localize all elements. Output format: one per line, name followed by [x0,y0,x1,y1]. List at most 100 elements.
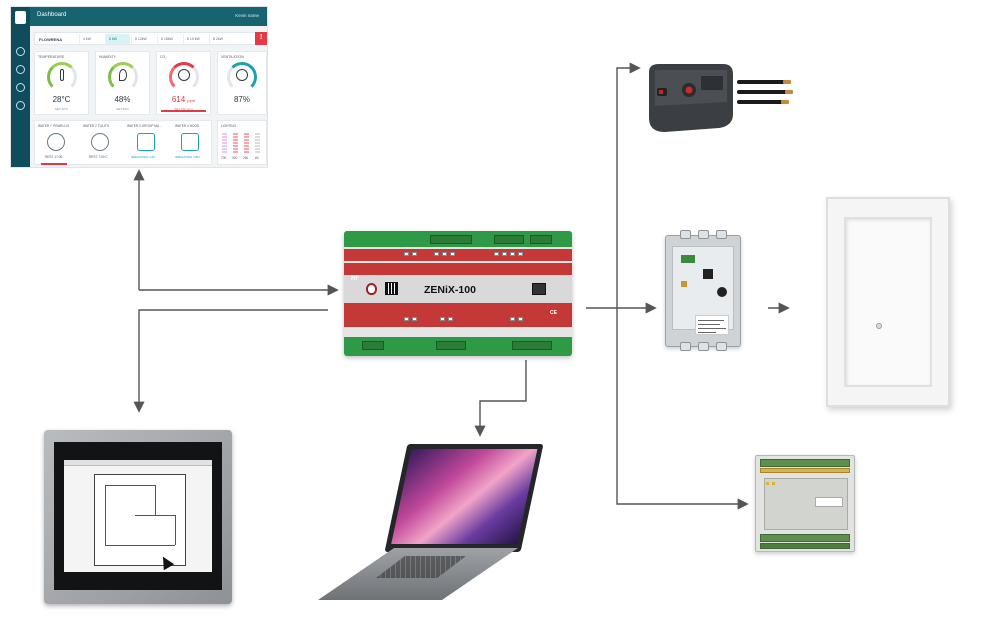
status-led [766,482,769,485]
cable-gland [680,342,691,351]
io-expansion-module [755,455,855,552]
segment-active: 6 kW [105,34,130,44]
alert-line [41,163,67,165]
sprinkler-icon [137,133,155,151]
chip [703,269,713,279]
arrow-to-actuator [616,62,641,308]
laptop-lid [384,444,544,552]
rf-module-enclosure [665,230,741,351]
module-label-area [764,478,848,530]
qr-code-icon [385,282,398,295]
water2-label: WATER 2 TLILITS [83,124,109,128]
terminal-block [681,255,695,263]
status-led [772,482,775,485]
cable-gland [698,230,709,239]
user-name: Kevin name [235,13,259,18]
zone-label: FLOWRENA [39,37,63,42]
arrow-to-touch-panel [133,309,328,413]
arrow-to-laptop [474,360,527,437]
card-title: HUMIDITY [99,55,116,59]
zone-selector: FLOWRENA 4 kW 6 kW 8 12kW 8 18kW 8 10 kW… [34,32,264,45]
arrow-to-io-module [616,308,749,510]
terminal-block [530,235,552,244]
dashboard-header: Dashboard Kevin name [30,7,267,26]
card-sub: SET 700 ppm [174,107,193,111]
dashboard-screenshot: Dashboard Kevin name FLOWRENA 4 kW 6 kW … [10,6,268,168]
ventilation-card: VENTILATION 87% [217,51,267,115]
card-value: 614 ppm [157,95,210,104]
alert-bar [161,110,206,112]
card-title: TEMPERATURE [38,55,65,59]
screen-toolbar [64,460,212,466]
clock1-label: REST 17:00 [45,155,63,159]
humidity-card: HUMIDITY 48% SET 50% [95,51,150,115]
actuator-body [649,64,733,132]
circuit-board [672,246,734,335]
card-title: CO₂ [160,55,167,59]
water-icon [16,83,25,92]
terminal-block [430,235,472,244]
co2-value: 614 [171,95,186,104]
card-value: 28°C [52,95,71,104]
cable [737,80,791,84]
jumper [434,252,439,256]
water3-label: WATER 3 GROUP MA... [127,124,162,128]
valve-actuator [645,62,793,134]
brand-logo-text: RF [351,276,359,282]
jumper [518,317,523,321]
door-panel [844,217,932,387]
segment: 8 2kW [209,34,234,44]
light-value: 300 [232,156,238,160]
co2-card: CO₂ 614 ppm SET 700 ppm [156,51,211,115]
jumper [518,252,523,256]
jumper [510,252,515,256]
status-display [532,283,546,295]
light-value: 60 [255,156,259,160]
laptop-keyboard [376,556,466,578]
ce-mark: CE [550,310,557,316]
co2-icon [177,69,190,81]
jumper [412,252,417,256]
jumper [510,317,515,321]
cable-gland [716,342,727,351]
jumper [448,317,453,321]
card-value: 48% [114,95,131,104]
laptop [318,440,544,600]
jumper [450,252,455,256]
segment: 4 kW [79,34,104,44]
jumper [440,317,445,321]
rooms-icon [16,47,25,56]
gauge-arc [168,62,199,92]
cable [737,90,793,94]
fan-icon [236,69,248,81]
settings-icon [16,101,25,110]
jumper [412,317,417,321]
light-bar [222,133,227,153]
sprinkler-icon [181,133,199,151]
jumper [442,252,447,256]
terminal-strip [760,468,850,473]
climate-icon [16,65,25,74]
jumper [502,252,507,256]
gauge-arc [107,62,138,92]
cable [737,100,789,104]
touch-panel-pc [44,430,232,604]
panel-screen [64,460,212,572]
zenix-controller: RF ZENiX-100 CE [344,231,572,356]
jumper [494,252,499,256]
droplets-icon [118,69,127,81]
gauge-arc [227,62,257,92]
light-bar [255,133,260,153]
status1-label: IRRIGATING 1/15 [131,155,155,159]
cable-gland [680,230,691,239]
red-band [344,249,572,261]
device-label [695,315,729,335]
light-bar [233,133,238,153]
card-value: 87% [233,95,250,104]
terminal-strip [760,459,850,467]
light-value: 260 [243,156,249,160]
jumper [404,252,409,256]
water4-label: WATER 4 HOOD [175,124,200,128]
jumper [404,317,409,321]
